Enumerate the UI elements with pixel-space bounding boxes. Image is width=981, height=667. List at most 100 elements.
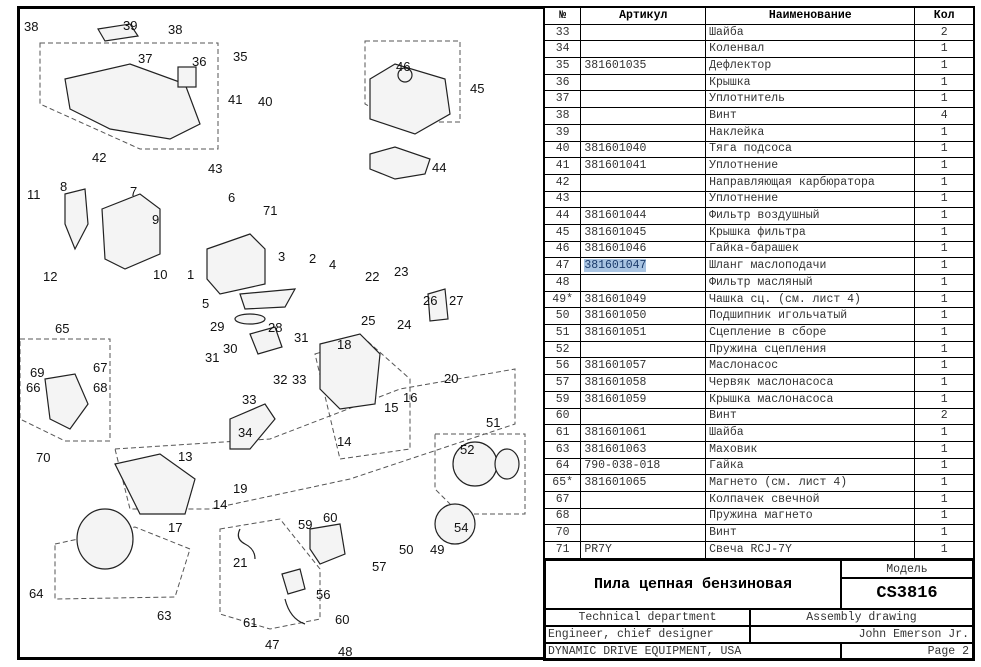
callout-23: 23 — [394, 264, 408, 279]
qty-cell: 1 — [914, 540, 975, 560]
article-cell: 381601051 — [580, 324, 707, 342]
article-cell: 790-038-018 — [580, 457, 707, 476]
cylinder-part — [206, 233, 266, 295]
qty-cell: 1 — [914, 190, 975, 209]
callout-51: 51 — [486, 415, 500, 430]
number-cell: 51 — [543, 324, 582, 342]
callout-42: 42 — [92, 150, 106, 165]
qty-cell: 1 — [914, 240, 975, 259]
callout-22: 22 — [365, 269, 379, 284]
number-cell: 57 — [543, 374, 582, 392]
article-cell — [580, 340, 707, 359]
callout-41: 41 — [228, 92, 242, 107]
group-65-outline — [20, 338, 111, 442]
name-cell: Свеча RCJ-7Y — [705, 540, 916, 560]
name-cell: Винт — [705, 107, 916, 125]
muffler-part — [101, 193, 161, 270]
callout-27: 27 — [449, 293, 463, 308]
name-cell: Уплотнение — [705, 157, 916, 175]
name-cell: Дефлектор — [705, 57, 916, 75]
article-cell — [580, 40, 707, 59]
page-number: Page 2 — [841, 643, 973, 659]
callout-9: 9 — [152, 212, 159, 227]
selected-text[interactable]: 381601047 — [584, 259, 647, 273]
number-cell: 45 — [543, 223, 582, 242]
muffler-bracket-part — [64, 188, 89, 251]
qty-cell: 1 — [914, 57, 975, 75]
callout-48: 48 — [338, 644, 352, 659]
name-cell: Шланг маслоподачи — [705, 257, 916, 275]
article-cell: 381601050 — [580, 307, 707, 326]
model-label: Модель — [841, 560, 973, 578]
column-header-qty: Кол — [914, 6, 975, 25]
article-cell — [580, 507, 707, 526]
wing-nut-part — [397, 67, 413, 83]
article-cell — [580, 407, 707, 426]
column-header-number: № — [543, 6, 582, 25]
number-cell: 65* — [543, 474, 582, 492]
callout-7: 7 — [130, 184, 137, 199]
article-cell — [580, 23, 707, 42]
article-cell — [580, 107, 707, 125]
clutch-drum-part — [434, 503, 476, 545]
group-51-outline — [434, 433, 526, 515]
name-cell: Крышка — [705, 73, 916, 92]
number-cell: 67 — [543, 490, 582, 509]
callout-60: 60 — [335, 612, 349, 627]
callout-54: 54 — [454, 520, 468, 535]
article-cell — [580, 274, 707, 292]
callout-57: 57 — [372, 559, 386, 574]
article-cell: 381601045 — [580, 223, 707, 242]
callout-65: 65 — [55, 321, 69, 336]
callout-26: 26 — [423, 293, 437, 308]
qty-cell: 1 — [914, 290, 975, 309]
number-cell: 59 — [543, 390, 582, 409]
qty-cell: 1 — [914, 274, 975, 292]
name-cell: Червяк маслонасоса — [705, 374, 916, 392]
qty-cell: 1 — [914, 223, 975, 242]
number-cell: 44 — [543, 207, 582, 225]
article-cell — [580, 90, 707, 109]
number-cell: 63 — [543, 440, 582, 459]
name-cell: Тяга подсоса — [705, 140, 916, 159]
name-cell: Направляющая карбюратора — [705, 173, 916, 192]
callout-45: 45 — [470, 81, 484, 96]
number-cell: 43 — [543, 190, 582, 209]
number-cell: 70 — [543, 524, 582, 542]
